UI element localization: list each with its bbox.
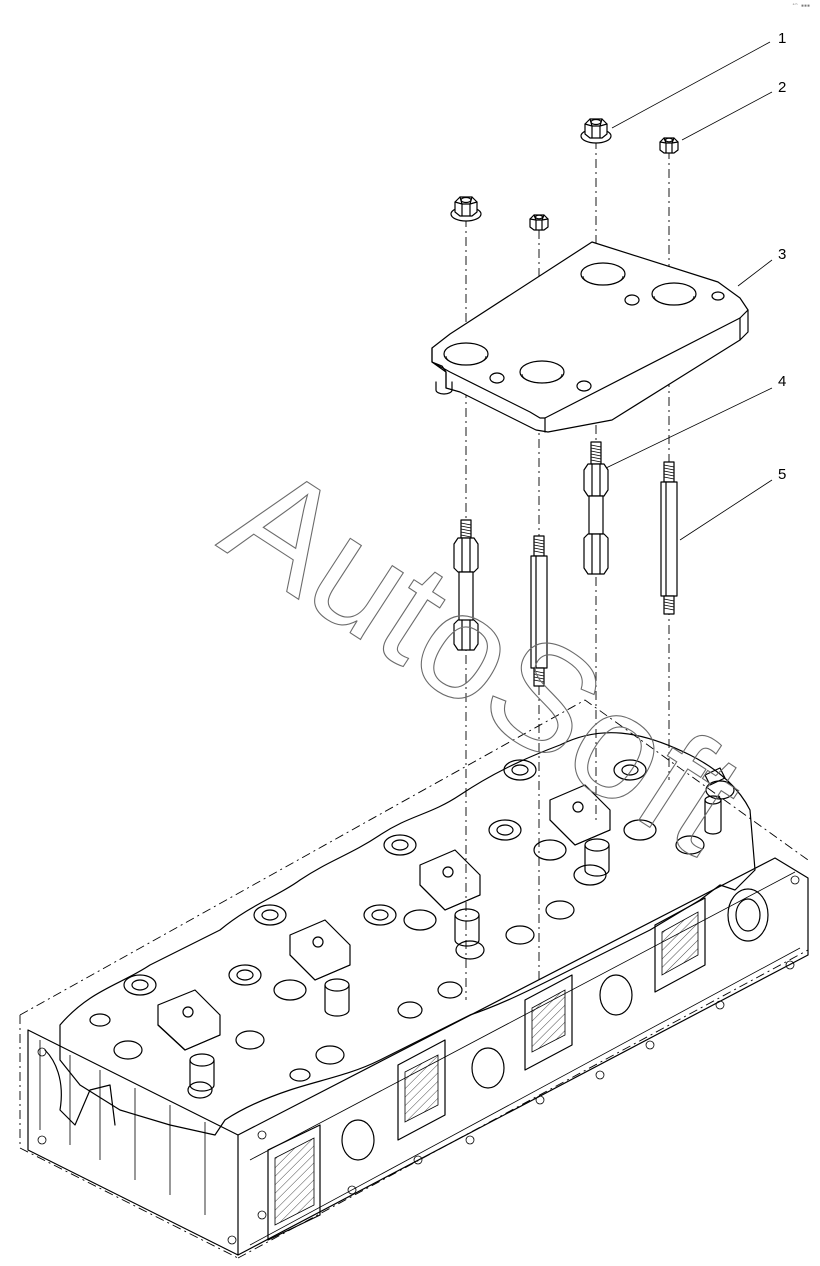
plate-hole (519, 360, 565, 384)
flange-nut (580, 118, 612, 144)
hex-stud (583, 441, 609, 575)
intake-port (267, 1124, 321, 1241)
callout-label-3: 3 (778, 246, 786, 263)
corner-mark: ᵃʰ ▪▪▪ (792, 3, 810, 9)
intake-port (524, 974, 573, 1071)
callout-leaders (605, 41, 773, 541)
mounting-plate (431, 241, 749, 433)
plate-hole (443, 342, 489, 366)
callout-label-1: 1 (778, 30, 786, 47)
plate-hole (651, 282, 697, 306)
hex-stud (453, 519, 479, 651)
cylinder-head (19, 699, 809, 1259)
rocker-pedestal (549, 784, 611, 846)
callout-label-5: 5 (778, 466, 786, 483)
rocker-pedestal (157, 989, 221, 1051)
callout-label-4: 4 (778, 373, 786, 390)
intake-port (654, 897, 706, 993)
flange-nut (450, 196, 482, 222)
threaded-stud (660, 461, 678, 615)
watermark-text: AutoSoft (198, 431, 772, 885)
rocker-pedestal (289, 919, 351, 981)
callout-label-2: 2 (778, 79, 786, 96)
intake-port (397, 1039, 446, 1141)
hex-nut (529, 214, 549, 231)
threaded-stud (530, 535, 548, 687)
plate-hole (580, 262, 626, 286)
rocker-pedestal (419, 849, 481, 911)
hex-nut (659, 137, 679, 154)
